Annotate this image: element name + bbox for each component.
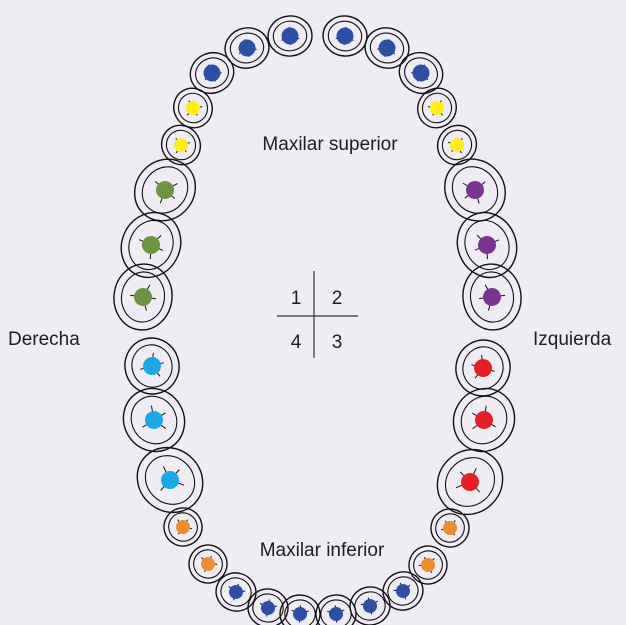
tooth-marker-blue [394,582,412,600]
tooth-upper-left-7 [447,203,526,287]
tooth-marker-blue [293,607,308,622]
tooth-upper-left-1 [321,14,369,59]
tooth-upper-left-3 [393,46,449,100]
tooth-marker-cyan [141,355,163,377]
left-side-label: Izquierda [533,329,612,350]
tooth-marker-red [472,357,494,379]
tooth-lower-left-7 [442,377,526,463]
tooth-marker-blue [328,606,343,621]
tooth-marker-blue [281,27,299,45]
tooth-lower-right-8 [118,332,185,401]
tooth-lower-left-8 [449,334,516,403]
tooth-marker-blue [362,598,378,614]
tooth-lower-right-5 [157,501,209,553]
tooth-marker-blue [201,62,223,84]
tooth-upper-right-2 [221,23,273,72]
quadrant-2-label: 2 [332,288,343,309]
tooth-marker-purple [462,177,487,202]
tooth-marker-blue [377,38,398,59]
quadrant-3-label: 3 [332,332,343,353]
tooth-lower-left-4 [403,540,453,590]
tooth-lower-left-3 [378,567,428,616]
tooth-marker-cyan [142,408,167,433]
tooth-upper-right-1 [266,14,313,58]
teeth-layer [110,14,527,625]
right-side-label: Derecha [8,329,80,350]
tooth-marker-cyan [157,467,182,492]
quadrant-1-label: 1 [291,288,302,309]
tooth-marker-blue [410,62,432,84]
tooth-marker-yellow [171,135,191,155]
tooth-marker-blue [227,583,244,600]
tooth-marker-red [472,408,497,433]
tooth-lower-right-2 [245,586,290,625]
lower-jaw-label: Maxilar inferior [260,540,385,561]
tooth-marker-green [152,177,177,202]
tooth-upper-right-5 [154,118,208,173]
tooth-marker-yellow [427,98,446,117]
tooth-upper-left-8 [459,261,525,334]
tooth-marker-orange [173,517,192,536]
tooth-marker-purple [482,287,502,307]
tooth-marker-green [133,287,153,307]
tooth-marker-orange [440,518,459,537]
tooth-upper-left-4 [411,81,464,135]
tooth-marker-yellow [447,135,467,155]
tooth-marker-blue [260,600,276,616]
upper-jaw-label: Maxilar superior [262,134,398,155]
tooth-marker-blue [336,27,355,46]
quadrant-4-label: 4 [291,332,302,353]
tooth-marker-blue [237,38,258,59]
tooth-marker-yellow [183,98,202,117]
